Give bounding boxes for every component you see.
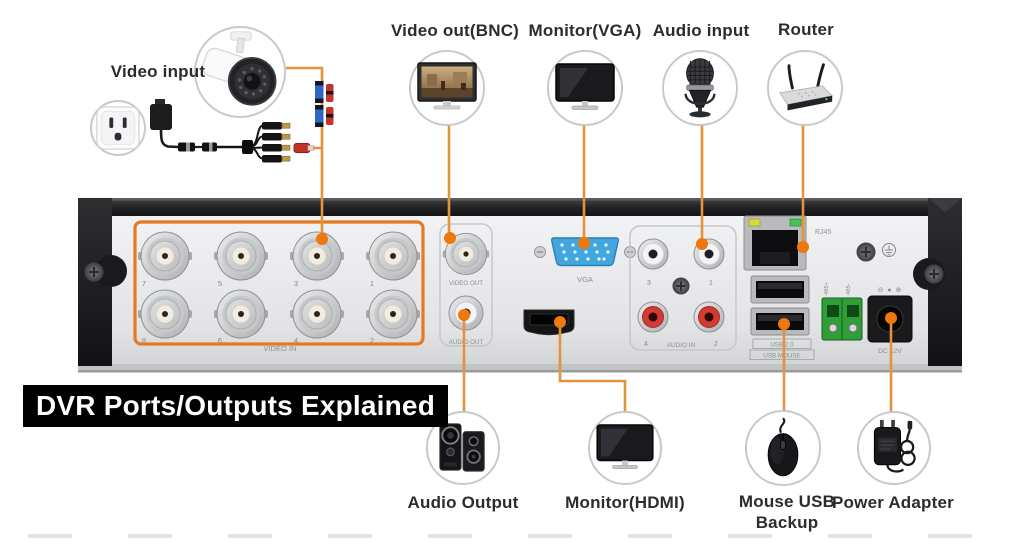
monitor-icon xyxy=(596,424,654,469)
audio-in-port-number: 1 xyxy=(709,280,713,287)
usb-ports: USB 2.0 USB MOUSE xyxy=(749,275,815,360)
mouse-icon xyxy=(767,417,799,477)
audio-input-label: Audio input xyxy=(652,21,750,40)
rj45-port: RJ45 xyxy=(743,215,831,271)
vga-label: VGA xyxy=(577,275,593,284)
video-in-block: 7 5 3 1 8 6 4 2 VIDEO IN xyxy=(133,220,425,353)
monitor-vga-callout xyxy=(547,50,623,126)
power-adapter-icon xyxy=(873,419,916,473)
bottom-border-pattern xyxy=(0,534,1024,538)
video-in-port-number: 2 xyxy=(370,336,374,345)
connector-dots xyxy=(316,232,897,330)
mouse-usb-callout xyxy=(745,410,821,486)
outlet-icon xyxy=(96,106,140,150)
rs485-plus-label: 485+ xyxy=(824,281,830,295)
audio-out-label: AUDIO OUT xyxy=(449,339,484,346)
mouse-usb-backup-label-line1: Mouse USB xyxy=(738,492,836,511)
speakers-icon xyxy=(439,423,485,472)
dvr-rear-panel: 7 5 3 1 8 6 4 2 VIDEO IN VIDEO OUT xyxy=(78,198,962,373)
connector-lines xyxy=(286,66,893,416)
vga-port: VGA xyxy=(534,237,636,284)
hdmi-port xyxy=(523,309,575,336)
video-in-port-number: 5 xyxy=(218,279,222,288)
power-splitter-cables xyxy=(150,99,323,163)
left-bracket xyxy=(78,198,127,366)
router-label: Router xyxy=(778,20,834,39)
rs485-minus-label: 485- xyxy=(846,283,852,295)
audio-in-block: 3 1 4 2 AUDIO IN xyxy=(629,225,737,351)
usb-2-label: USB 2.0 xyxy=(770,342,794,349)
router-callout xyxy=(767,50,843,126)
monitor-icon xyxy=(555,63,615,110)
power-adapter-label: Power Adapter xyxy=(832,493,954,512)
video-in-label: VIDEO IN xyxy=(264,344,297,353)
video-in-port-number: 4 xyxy=(294,336,298,345)
monitor-hdmi-callout xyxy=(588,411,662,485)
ground-symbol xyxy=(882,243,896,257)
video-in-port-number: 3 xyxy=(294,279,298,288)
video-in-port-number: 6 xyxy=(218,336,222,345)
video-in-port-number: 8 xyxy=(142,336,146,345)
monitor-hdmi-label: Monitor(HDMI) xyxy=(565,493,685,512)
cable-couplers xyxy=(315,81,334,127)
video-in-port-number: 7 xyxy=(142,279,146,288)
rj45-label: RJ45 xyxy=(815,229,831,236)
video-out-bnc-callout xyxy=(409,50,485,126)
microphone-icon xyxy=(684,58,716,118)
camera-icon xyxy=(201,31,277,106)
right-bracket xyxy=(913,198,962,366)
splitter-plugs xyxy=(262,122,291,163)
audio-in-port-number: 4 xyxy=(644,341,648,348)
video-in-port-number: 1 xyxy=(370,279,374,288)
video-input-callout xyxy=(194,26,286,118)
audio-input-callout xyxy=(662,50,738,126)
video-input-line xyxy=(286,66,324,237)
usb-mouse-label: USB MOUSE xyxy=(763,353,800,360)
audio-in-label: AUDIO IN xyxy=(667,342,696,349)
power-adapter-callout xyxy=(857,411,931,485)
hdmi-line xyxy=(558,324,627,416)
mouse-usb-backup-label-line2: Backup xyxy=(755,513,819,532)
video-out-bnc-label: Video out(BNC) xyxy=(390,21,520,40)
tv-icon xyxy=(417,62,477,110)
video-input-label: Video input xyxy=(110,62,206,81)
dc-polarity-symbol: ⊖ ● ⊕ xyxy=(878,287,903,294)
video-out-label: VIDEO OUT xyxy=(449,280,483,287)
audio-output-label: Audio Output xyxy=(407,493,519,512)
monitor-vga-label: Monitor(VGA) xyxy=(528,21,642,40)
rs485-terminal: 485+ 485- xyxy=(821,281,863,341)
router-icon xyxy=(778,63,834,111)
power-source-callout xyxy=(90,100,146,156)
audio-in-port-number: 3 xyxy=(647,280,651,287)
page-title: DVR Ports/Outputs Explained xyxy=(23,385,448,427)
mouse-usb-backup-label: Mouse USB Backup xyxy=(739,491,835,533)
audio-in-port-number: 2 xyxy=(714,341,718,348)
